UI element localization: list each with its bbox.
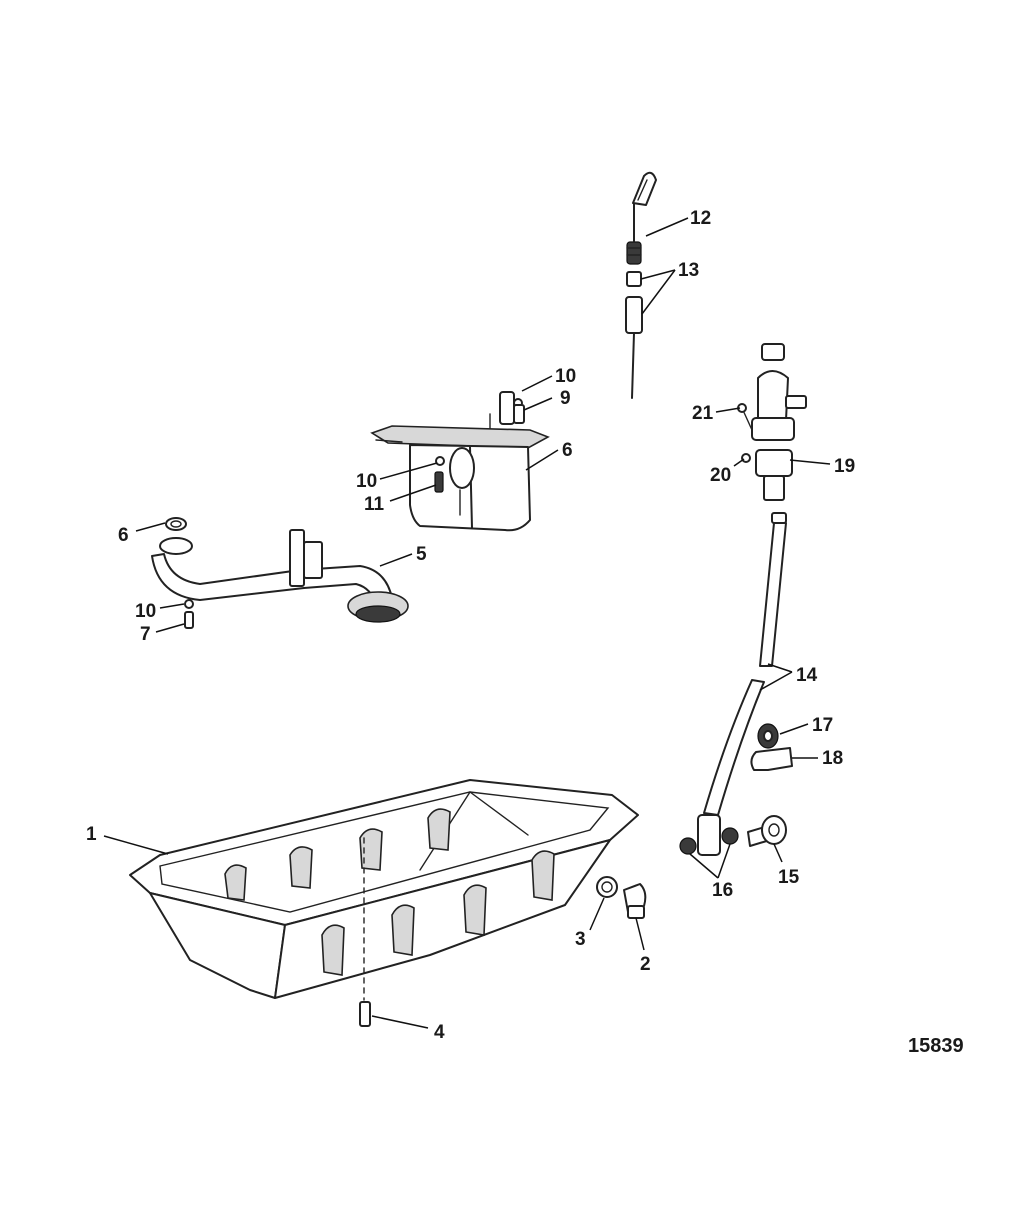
callouts: 12 13 10 9 6 10 11 6 5 10 7 21 20 19 14 … <box>86 208 964 1057</box>
callout-5: 5 <box>416 544 427 565</box>
callout-19: 19 <box>834 456 855 477</box>
callout-21: 21 <box>692 403 714 424</box>
callout-17: 17 <box>812 715 833 736</box>
callout-7: 7 <box>140 624 151 645</box>
callout-16: 16 <box>712 880 733 901</box>
callout-2: 2 <box>640 954 651 975</box>
callout-18: 18 <box>822 748 843 769</box>
oil-pickup-tube <box>151 517 409 629</box>
callout-10: 10 <box>135 601 156 622</box>
callout-14: 14 <box>796 665 818 686</box>
clip-bracket-bolt <box>747 723 793 847</box>
callout-4: 4 <box>434 1022 445 1043</box>
callout-10: 10 <box>356 471 377 492</box>
callout-3: 3 <box>575 929 586 950</box>
callout-15: 15 <box>778 867 800 888</box>
callout-6: 6 <box>562 440 573 461</box>
callout-20: 20 <box>710 465 731 486</box>
callout-11: 11 <box>364 494 385 515</box>
dipstick <box>625 171 657 399</box>
figure-number: 15839 <box>908 1035 964 1057</box>
callout-12: 12 <box>690 208 711 229</box>
callout-6: 6 <box>118 525 129 546</box>
oil-pan <box>129 779 647 1027</box>
dipstick-tube-head <box>737 343 807 501</box>
oil-pump-cover <box>370 391 550 532</box>
callout-10: 10 <box>555 366 576 387</box>
callout-1: 1 <box>86 824 97 845</box>
leader-lines <box>103 217 831 1029</box>
callout-13: 13 <box>678 260 699 281</box>
callout-9: 9 <box>560 388 571 409</box>
